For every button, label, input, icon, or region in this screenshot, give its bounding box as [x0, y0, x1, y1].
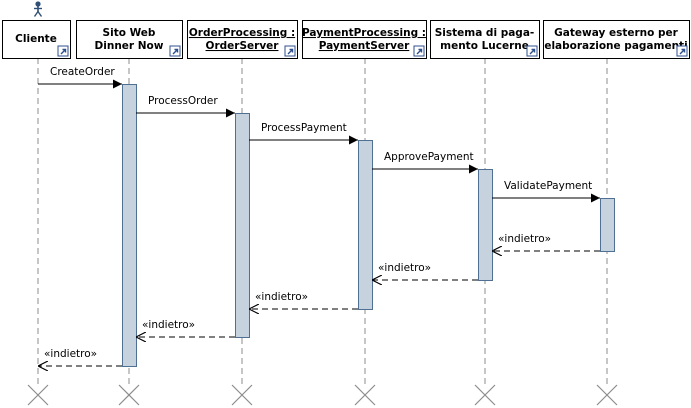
message-call[interactable]: CreateOrder	[38, 66, 122, 89]
message-call[interactable]: ProcessOrder	[136, 95, 235, 118]
lifeline-header-box[interactable]	[76, 20, 183, 59]
message-label: «indietro»	[378, 262, 431, 274]
message-label: ValidatePayment	[504, 180, 592, 192]
lifeline-title-line: Sistema di paga-	[435, 27, 535, 39]
message-return[interactable]: «indietro»	[38, 348, 122, 366]
message-label: «indietro»	[255, 291, 308, 303]
destroy-x-icon	[596, 384, 618, 406]
message-return[interactable]: «indietro»	[372, 262, 478, 280]
message-label: ApprovePayment	[384, 151, 474, 163]
destroy-x-icon	[118, 384, 140, 406]
link-icon	[284, 45, 296, 57]
destroy-x-icon	[27, 384, 49, 406]
lifeline-title-line: Sito Web	[103, 27, 156, 39]
message-return[interactable]: «indietro»	[136, 319, 235, 337]
lifeline-title-line: PaymentServer	[319, 40, 410, 52]
lifeline-cliente[interactable]: Cliente	[2, 1, 71, 406]
message-label: ProcessPayment	[261, 122, 347, 134]
lifeline-title-line: mento Lucerne	[440, 40, 529, 52]
message-return[interactable]: «indietro»	[249, 291, 358, 309]
lifeline-header-box[interactable]	[430, 20, 540, 59]
lifeline-header-box[interactable]	[302, 20, 427, 59]
message-label: «indietro»	[44, 348, 97, 360]
lifeline-title-line: Cliente	[15, 33, 57, 45]
message-return[interactable]: «indietro»	[492, 233, 600, 251]
lifeline-title-line: OrderProcessing :	[189, 27, 295, 39]
lifeline-header-box[interactable]	[187, 20, 298, 59]
link-icon	[57, 45, 69, 57]
activation-bar[interactable]	[478, 169, 493, 281]
lifeline-title-line: PaymentProcessing :	[302, 27, 426, 39]
message-label: «indietro»	[498, 233, 551, 245]
activation-bar[interactable]	[235, 113, 250, 338]
link-icon	[676, 45, 688, 57]
link-icon	[169, 45, 181, 57]
destroy-x-icon	[231, 384, 253, 406]
activation-bar[interactable]	[122, 84, 137, 367]
lifeline-payment[interactable]: PaymentProcessing :PaymentServer	[302, 20, 427, 406]
message-call[interactable]: ApprovePayment	[372, 151, 478, 174]
lifeline-order[interactable]: OrderProcessing :OrderServer	[187, 20, 298, 406]
activation-bar[interactable]	[358, 140, 373, 310]
link-icon	[526, 45, 538, 57]
lifeline-title-line: OrderServer	[206, 40, 280, 52]
message-call[interactable]: ValidatePayment	[492, 180, 600, 203]
message-call[interactable]: ProcessPayment	[249, 122, 358, 145]
link-icon	[413, 45, 425, 57]
lifeline-lucerne[interactable]: Sistema di paga-mento Lucerne	[430, 20, 540, 406]
lifeline-title-line: elaborazione pagamenti	[544, 40, 687, 52]
lifeline-title-line: Gateway esterno per	[554, 27, 678, 39]
destroy-x-icon	[474, 384, 496, 406]
lifeline-title-line: Dinner Now	[95, 40, 164, 52]
message-label: CreateOrder	[50, 66, 115, 78]
message-label: ProcessOrder	[148, 95, 218, 107]
actor-icon	[33, 1, 43, 17]
message-label: «indietro»	[142, 319, 195, 331]
lifeline-header-box[interactable]	[543, 20, 690, 59]
destroy-x-icon	[354, 384, 376, 406]
activation-bar[interactable]	[600, 198, 615, 252]
